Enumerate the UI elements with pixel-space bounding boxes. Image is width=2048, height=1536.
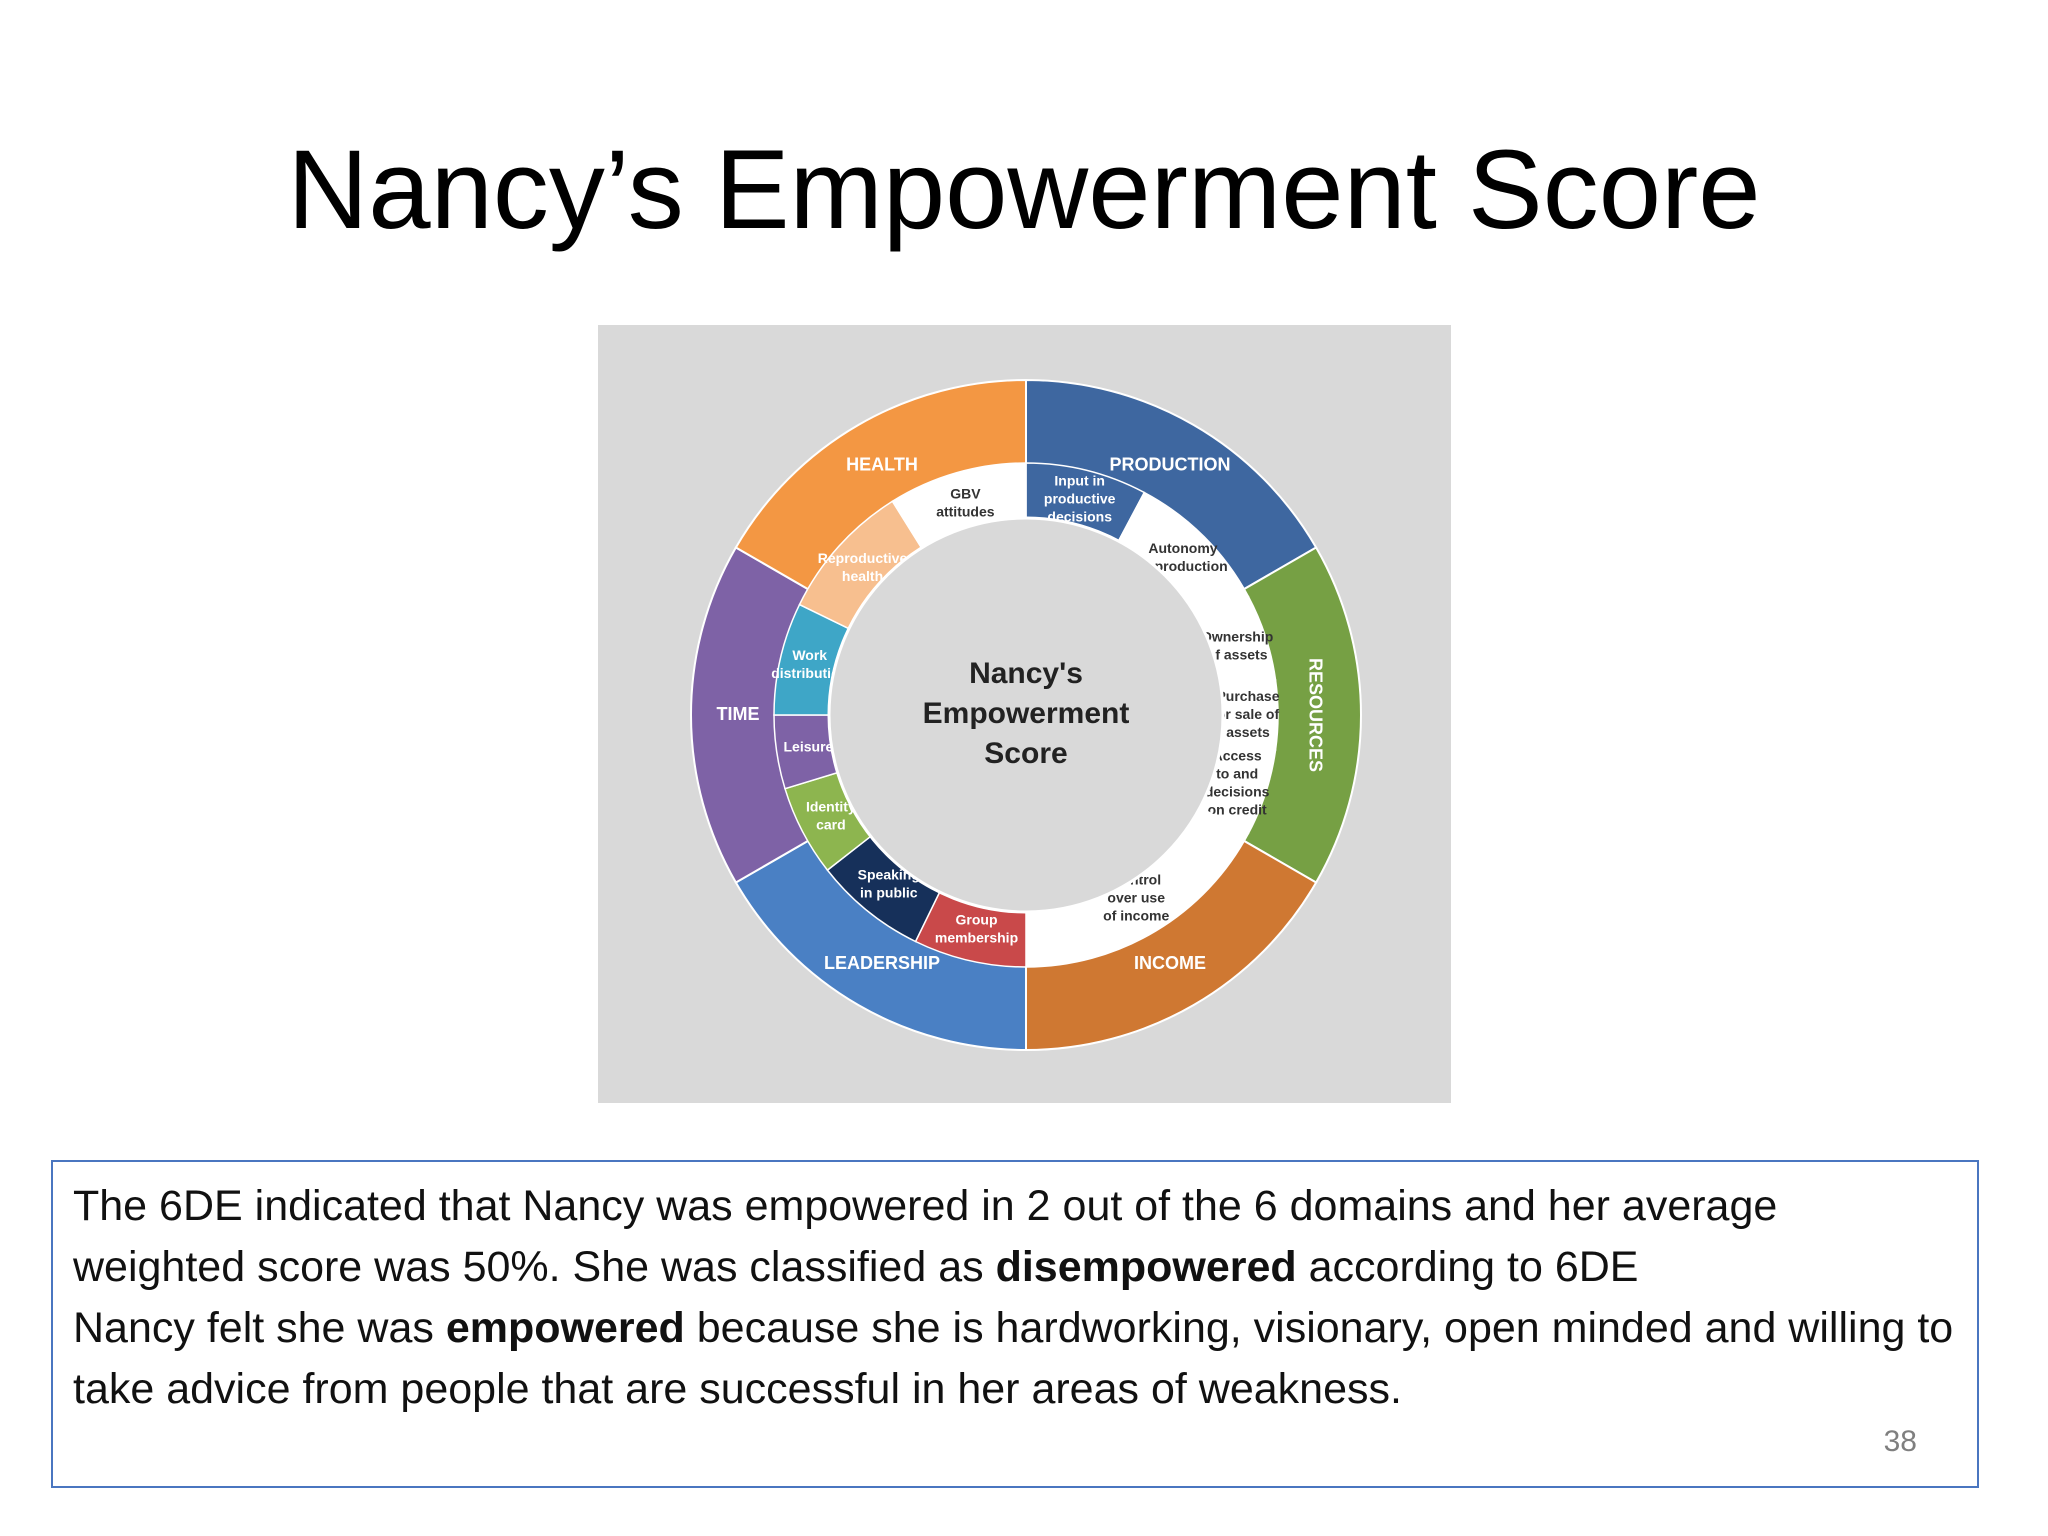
- summary-paragraph-2: Nancy felt she was empowered because she…: [73, 1298, 1957, 1420]
- empowerment-wheel: PRODUCTION RESOURCES INCOME LEADERSHIP TIME H…: [689, 378, 1363, 1052]
- domain-label-time: TIME: [717, 704, 760, 724]
- domain-label-resources: RESOURCES: [1305, 658, 1325, 772]
- empowerment-diagram: PRODUCTION RESOURCES INCOME LEADERSHIP TIME H…: [598, 325, 1451, 1103]
- summary-paragraph-1: The 6DE indicated that Nancy was empower…: [73, 1176, 1957, 1298]
- summary-text-2-end: because she is hardworking, visionary, o…: [73, 1304, 1954, 1413]
- domain-label-health: HEALTH: [846, 454, 918, 474]
- summary-bold-disempowered: disempowered: [995, 1243, 1297, 1291]
- slide-title: Nancy’s Empowerment Score: [287, 127, 1761, 252]
- center-circle: [827, 516, 1225, 914]
- summary-text-1-end: according to 6DE: [1296, 1243, 1639, 1291]
- indicator-label-leisure: Leisure: [784, 738, 834, 754]
- page-number: 38: [1883, 1425, 1917, 1458]
- summary-textbox: The 6DE indicated that Nancy was empower…: [51, 1160, 1979, 1488]
- summary-text-1: The 6DE indicated that Nancy was empower…: [73, 1182, 1778, 1291]
- summary-bold-empowered: empowered: [445, 1304, 685, 1352]
- domain-label-income: INCOME: [1134, 953, 1206, 973]
- domain-label-leadership: LEADERSHIP: [824, 953, 940, 973]
- domain-label-production: PRODUCTION: [1110, 454, 1231, 474]
- summary-text-2: Nancy felt she was: [73, 1304, 446, 1352]
